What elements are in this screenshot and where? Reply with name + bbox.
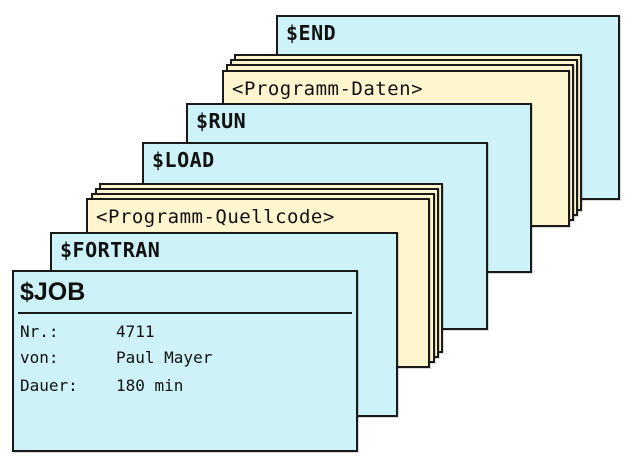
job-field-dauer-key: Dauer:	[20, 376, 78, 395]
card-end-label: $END	[286, 21, 337, 45]
job-field-von-key: von:	[20, 348, 59, 367]
job-field-nr-value: 4711	[116, 322, 155, 341]
job-field-nr: Nr.: 4711	[20, 322, 155, 341]
card-job: $JOB Nr.: 4711 von: Paul Mayer Dauer: 180 m…	[12, 270, 358, 452]
card-job-title: $JOB	[20, 278, 86, 306]
job-field-dauer: Dauer: 180 min	[20, 376, 183, 395]
card-job-divider	[18, 312, 352, 314]
job-field-dauer-value: 180 min	[116, 376, 184, 395]
card-load-label: $LOAD	[152, 148, 215, 172]
card-programm-quellcode-label: <Programm-Quellcode>	[96, 206, 335, 228]
card-run-label: $RUN	[196, 109, 247, 133]
card-fortran-label: $FORTRAN	[60, 238, 161, 262]
card-programm-daten-label: <Programm-Daten>	[232, 78, 424, 100]
job-field-von-value: Paul Mayer	[116, 348, 213, 367]
job-field-nr-key: Nr.:	[20, 322, 59, 341]
job-field-von: von: Paul Mayer	[20, 348, 212, 367]
